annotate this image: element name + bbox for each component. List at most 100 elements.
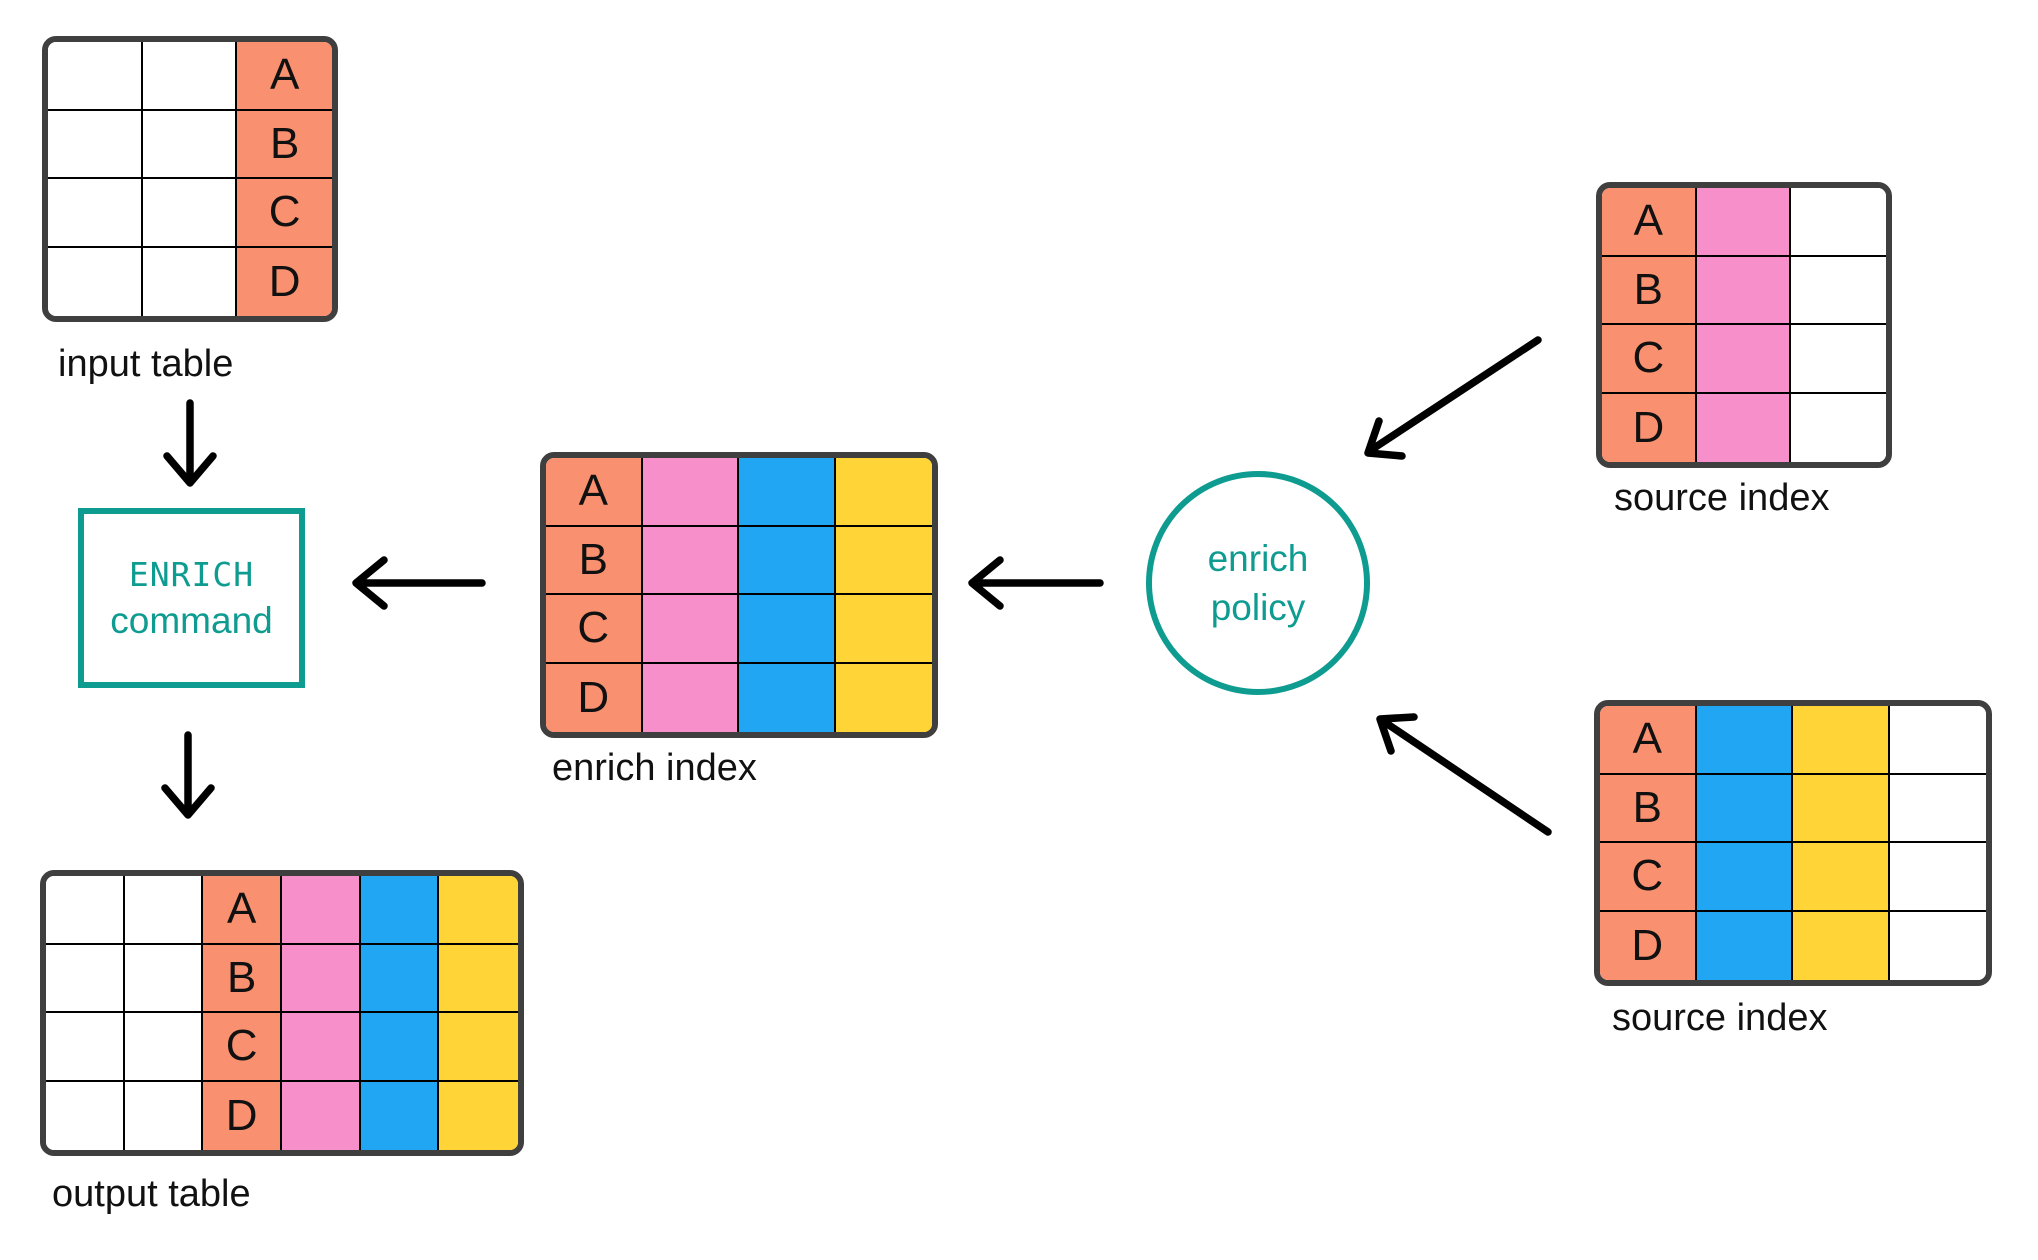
table-cell <box>48 42 143 111</box>
table-cell <box>1791 393 1886 462</box>
table-cell <box>46 876 125 945</box>
table-cell <box>1791 325 1886 394</box>
key-cell: B <box>1600 774 1697 843</box>
table-cell <box>439 944 518 1013</box>
enrich-command-word: command <box>110 600 273 641</box>
key-cell: C <box>1602 325 1697 394</box>
key-cell: B <box>1602 256 1697 325</box>
key-cell: C <box>1600 843 1697 912</box>
key-cell: C <box>546 595 643 664</box>
table-cell <box>739 458 836 527</box>
table-cell <box>1793 774 1890 843</box>
table-cell <box>124 1013 204 1082</box>
key-cell: A <box>1600 706 1697 775</box>
table-cell <box>739 526 836 595</box>
key-cell: D <box>546 663 643 732</box>
key-cell: A <box>203 876 282 945</box>
table-cell <box>1793 706 1890 775</box>
table-cell <box>1696 188 1792 257</box>
input-table-label: input table <box>58 343 234 385</box>
arrow-source-bottom-to-policy-icon <box>1376 713 1552 836</box>
table-cell <box>48 179 143 248</box>
table-cell <box>360 876 440 945</box>
table-cell <box>46 1013 125 1082</box>
table-cell <box>1696 325 1792 394</box>
table-cell <box>1696 256 1792 325</box>
key-cell: D <box>203 1081 282 1150</box>
table-cell <box>142 179 238 248</box>
enrich-index-label: enrich index <box>552 747 757 789</box>
key-cell: A <box>546 458 643 527</box>
table-cell <box>1791 256 1886 325</box>
table-cell <box>1793 843 1890 912</box>
arrow-command-to-output-icon <box>161 731 215 819</box>
table-cell <box>142 247 238 316</box>
table-cell <box>1696 774 1793 843</box>
table-cell <box>835 526 932 595</box>
table-cell <box>835 663 932 732</box>
table-cell <box>281 944 361 1013</box>
key-cell: D <box>1600 911 1697 980</box>
table-cell <box>46 1081 125 1150</box>
output-table-label: output table <box>52 1173 251 1215</box>
arrow-source-top-to-policy-icon <box>1364 336 1542 460</box>
table-cell <box>1793 911 1890 980</box>
table-cell <box>48 247 143 316</box>
key-cell: D <box>237 247 332 316</box>
arrow-index-to-command-icon <box>352 556 486 610</box>
table-cell <box>1696 911 1793 980</box>
table-cell <box>739 595 836 664</box>
source-index-bottom-label: source index <box>1612 997 1828 1039</box>
table-cell <box>48 110 143 179</box>
arrow-policy-to-index-icon <box>968 556 1104 610</box>
table-cell <box>124 876 204 945</box>
table-cell <box>1791 188 1886 257</box>
table-cell <box>142 42 238 111</box>
table-cell <box>642 595 739 664</box>
table-cell <box>439 876 518 945</box>
table-cell <box>1696 393 1792 462</box>
arrow-input-to-command-icon <box>163 399 217 487</box>
key-cell: D <box>1602 393 1697 462</box>
enrich-command-node: ENRICH command <box>78 508 305 688</box>
table-cell <box>142 110 238 179</box>
table-cell <box>642 526 739 595</box>
table-cell <box>1696 706 1793 775</box>
table-cell <box>124 1081 204 1150</box>
table-cell <box>124 944 204 1013</box>
table-cell <box>642 458 739 527</box>
table-cell <box>281 876 361 945</box>
table-cell <box>439 1013 518 1082</box>
table-cell <box>739 663 836 732</box>
key-cell: B <box>203 944 282 1013</box>
table-cell <box>360 1013 440 1082</box>
enrich-policy-word2: policy <box>1210 587 1306 628</box>
table-cell <box>1889 911 1986 980</box>
table-cell <box>642 663 739 732</box>
enrich-command-keyword: ENRICH <box>128 555 255 594</box>
key-cell: C <box>203 1013 282 1082</box>
table-cell <box>281 1013 361 1082</box>
key-cell: B <box>546 526 643 595</box>
enrich-policy-word1: enrich <box>1207 538 1309 579</box>
table-cell <box>1889 843 1986 912</box>
key-cell: A <box>237 42 332 111</box>
key-cell: C <box>237 179 332 248</box>
table-cell <box>1696 843 1793 912</box>
key-cell: A <box>1602 188 1697 257</box>
key-cell: B <box>237 110 332 179</box>
table-cell <box>1889 706 1986 775</box>
table-cell <box>360 1081 440 1150</box>
table-cell <box>46 944 125 1013</box>
table-cell <box>1889 774 1986 843</box>
table-cell <box>360 944 440 1013</box>
source-index-top-label: source index <box>1614 477 1830 519</box>
table-cell <box>835 458 932 527</box>
table-cell <box>835 595 932 664</box>
